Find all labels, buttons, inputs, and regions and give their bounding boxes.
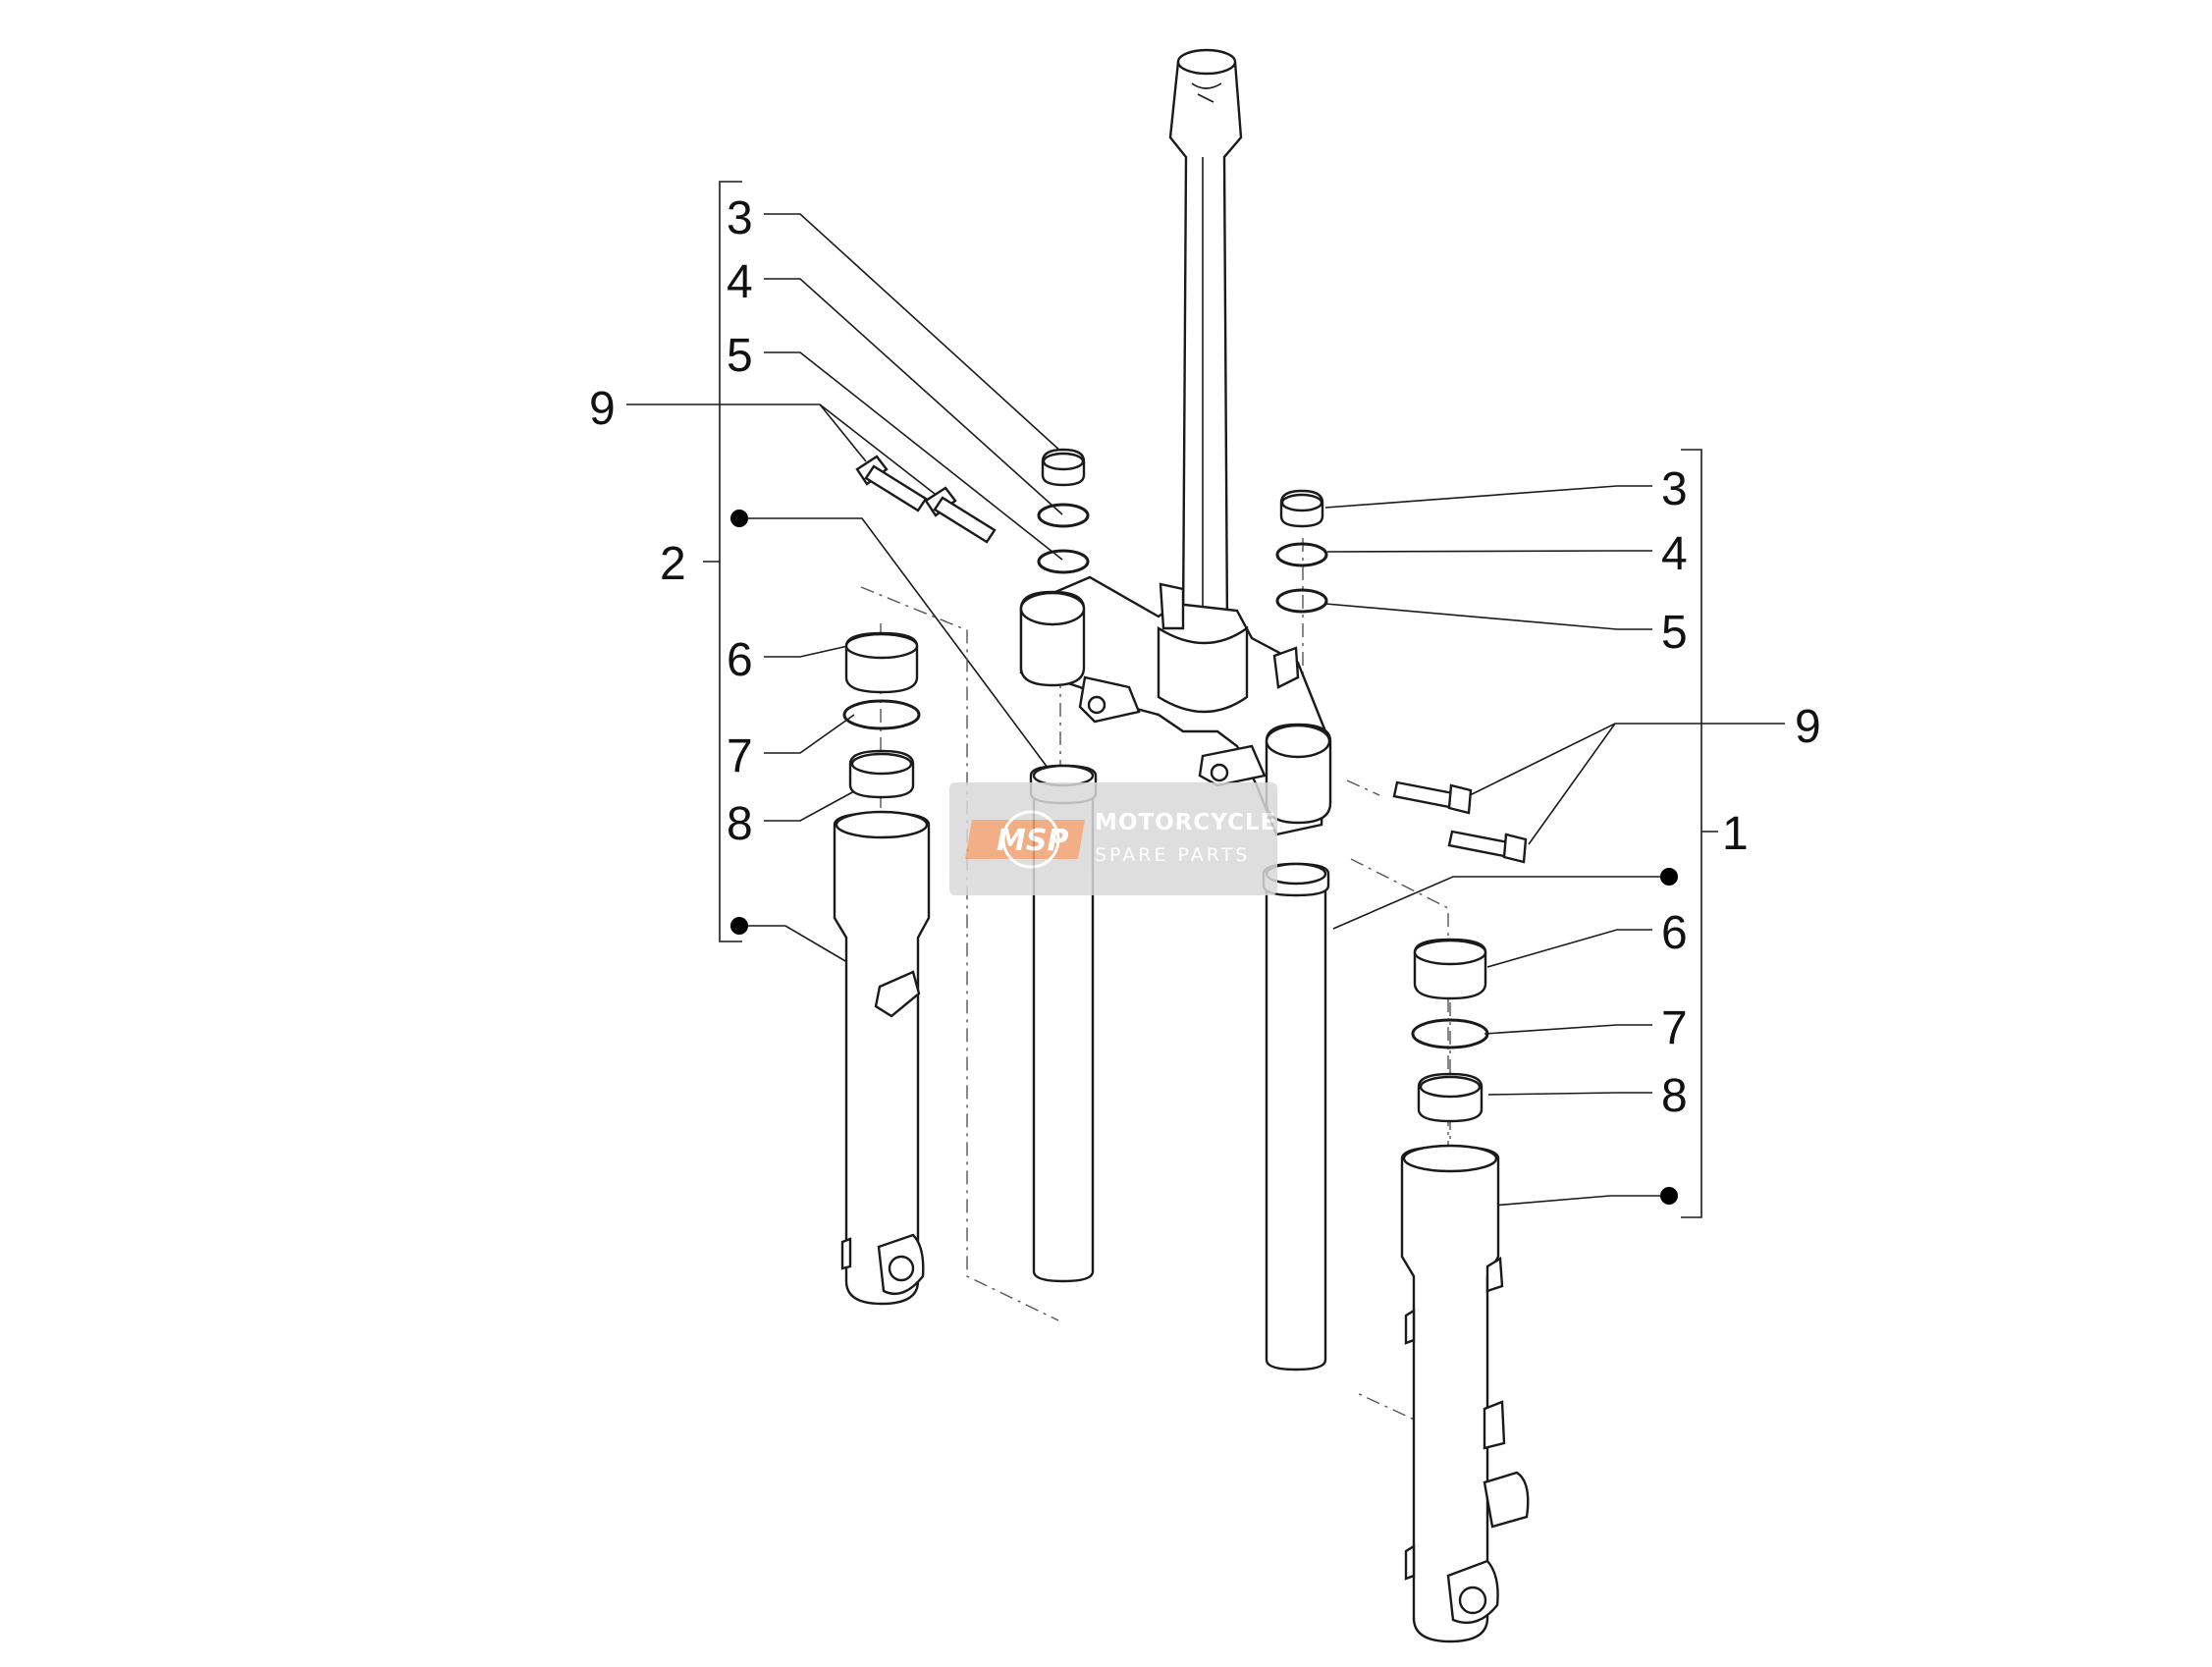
callout-left-7: 7 bbox=[727, 730, 753, 782]
callout-left-9: 9 bbox=[589, 383, 616, 435]
callout-right-5: 5 bbox=[1661, 607, 1688, 659]
watermark-subtitle: SPARE PARTS bbox=[1095, 844, 1250, 866]
watermark-title: MOTORCYCLE bbox=[1095, 810, 1276, 835]
right-group-bracket: 1 bbox=[1681, 449, 1749, 1218]
callout-left-group: 2 bbox=[660, 538, 686, 590]
left-upper-parts bbox=[855, 448, 1090, 574]
watermark-logo-badge bbox=[965, 820, 1085, 859]
left-seal-ring bbox=[842, 699, 921, 730]
bullet-right-tube bbox=[1660, 868, 1678, 886]
callout-right-6: 6 bbox=[1661, 907, 1688, 959]
bullet-right-slider bbox=[1660, 1187, 1678, 1205]
callout-right-7: 7 bbox=[1661, 1002, 1688, 1054]
bullet-left-tube bbox=[730, 510, 748, 527]
left-group-bracket: 2 bbox=[660, 181, 742, 942]
right-callouts: 3 4 5 9 6 7 8 bbox=[1324, 463, 1821, 1207]
right-circlip bbox=[1275, 588, 1328, 614]
callout-right-group: 1 bbox=[1722, 808, 1749, 860]
callout-left-4: 4 bbox=[727, 256, 753, 308]
callout-right-9: 9 bbox=[1795, 701, 1821, 753]
right-oring bbox=[1275, 542, 1328, 567]
bullet-left-slider bbox=[730, 917, 748, 935]
right-upper-parts bbox=[1275, 489, 1528, 864]
globe-icon bbox=[1001, 810, 1060, 869]
callout-right-8: 8 bbox=[1661, 1070, 1688, 1122]
fork-crown bbox=[1019, 575, 1332, 836]
left-seal-stack bbox=[842, 631, 921, 799]
left-oring bbox=[1037, 503, 1090, 528]
right-bolt-1 bbox=[1392, 780, 1473, 815]
left-slider bbox=[833, 810, 931, 1306]
callout-left-5: 5 bbox=[727, 330, 753, 382]
callout-left-8: 8 bbox=[727, 798, 753, 850]
right-inner-tube bbox=[1262, 862, 1330, 1371]
watermark: MSP MOTORCYCLE SPARE PARTS bbox=[949, 782, 1277, 895]
watermark-logo-text: MSP bbox=[997, 824, 1068, 858]
left-circlip bbox=[1037, 549, 1090, 574]
left-callouts: 3 4 5 9 6 7 8 bbox=[589, 192, 1063, 966]
callout-left-6: 6 bbox=[727, 634, 753, 686]
callout-right-3: 3 bbox=[1661, 463, 1688, 515]
right-seal-stack bbox=[1411, 938, 1489, 1123]
left-bolt-1 bbox=[855, 455, 928, 512]
steering-stem bbox=[1168, 48, 1243, 630]
right-seal-ring bbox=[1411, 1018, 1489, 1049]
right-slider bbox=[1400, 1144, 1530, 1643]
callout-left-3: 3 bbox=[727, 192, 753, 244]
left-bolt-2 bbox=[924, 486, 997, 544]
callout-right-4: 4 bbox=[1661, 528, 1688, 580]
right-bolt-2 bbox=[1447, 830, 1528, 864]
